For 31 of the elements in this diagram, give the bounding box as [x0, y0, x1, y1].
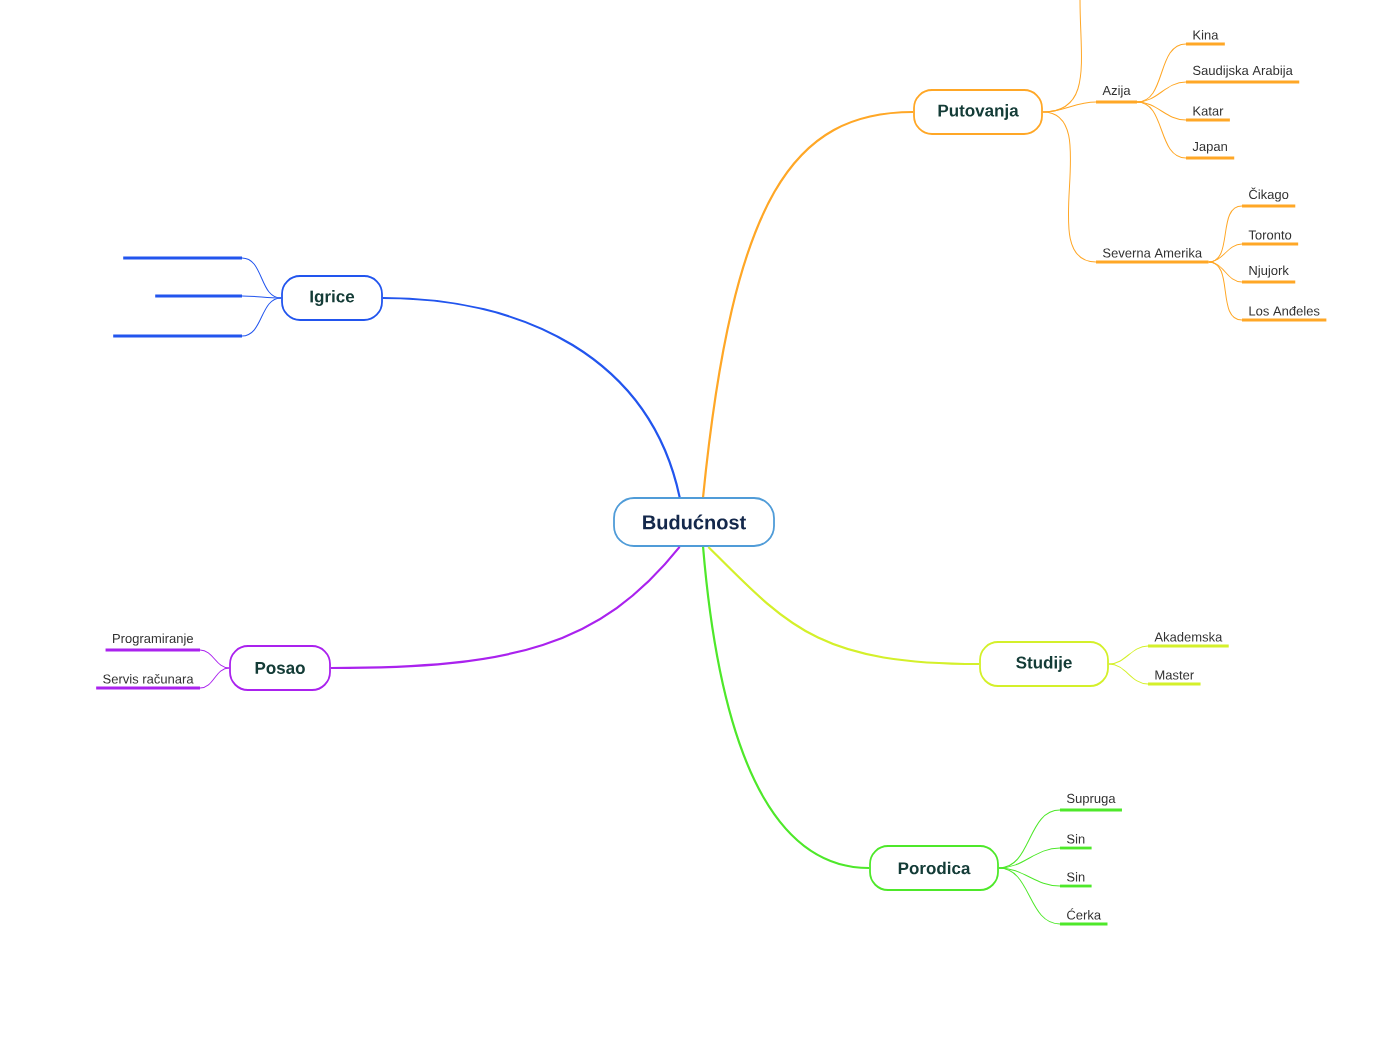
branch-line	[998, 847, 1061, 869]
underline-bar	[155, 294, 242, 298]
underline-bar	[123, 256, 242, 260]
branch-line	[707, 546, 980, 666]
branch-line	[1108, 663, 1149, 685]
topic-box: Igrice	[281, 275, 383, 321]
topic-box: Studije	[979, 641, 1109, 687]
branch-line	[241, 295, 282, 299]
branch-line	[701, 110, 914, 498]
branch-line	[998, 867, 1061, 887]
branch-line	[998, 867, 1061, 925]
topic-box: Posao	[229, 645, 331, 691]
branch-line	[199, 667, 230, 689]
branch-line	[701, 546, 870, 870]
central-topic-box: Budućnost	[613, 497, 775, 547]
underline-bar	[113, 334, 242, 338]
branch-line	[1108, 645, 1149, 665]
branch-line	[330, 546, 681, 670]
branch-line	[241, 297, 282, 337]
branch-line	[1208, 261, 1243, 321]
branch-line	[1136, 43, 1187, 103]
topic-box: Putovanja	[913, 89, 1043, 135]
branch-line	[1042, 111, 1097, 263]
branch-line	[1042, 101, 1097, 113]
branch-line	[241, 257, 282, 299]
branch-line	[382, 296, 681, 498]
branch-line	[199, 649, 230, 669]
branch-line	[1136, 101, 1187, 159]
topic-box: Porodica	[869, 845, 999, 891]
branch-line	[1208, 243, 1243, 263]
branch-line	[1136, 81, 1187, 103]
